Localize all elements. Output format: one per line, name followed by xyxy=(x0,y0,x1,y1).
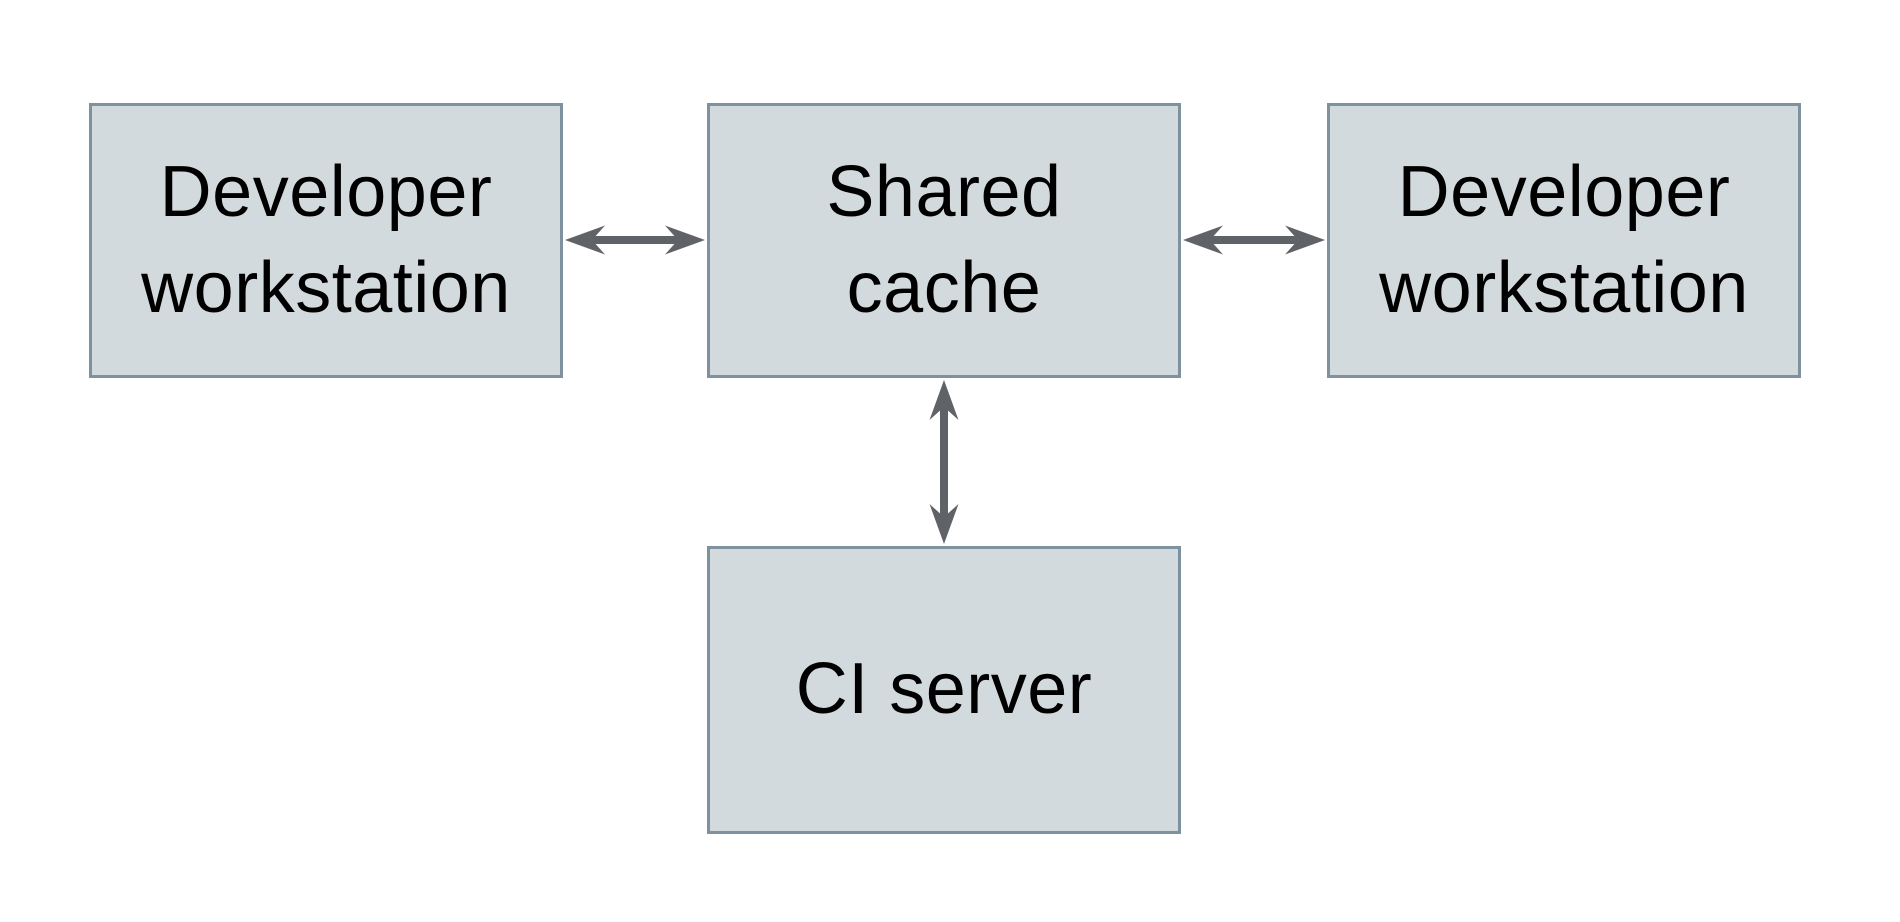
node-label-line: Shared xyxy=(826,152,1062,233)
node-label-line: Developer xyxy=(1397,152,1731,233)
node-developer-workstation-left: Developer workstation xyxy=(89,103,563,378)
node-ci-server: CI server xyxy=(707,546,1181,834)
node-label: Developer workstation xyxy=(141,145,511,335)
node-label-line: cache xyxy=(846,247,1042,328)
node-label-line: CI server xyxy=(795,649,1093,730)
node-label: CI server xyxy=(796,642,1093,737)
bidirectional-arrow-icon xyxy=(1183,225,1325,255)
node-label: Developer workstation xyxy=(1379,145,1749,335)
bidirectional-arrow-icon xyxy=(929,380,959,544)
bidirectional-arrow-icon xyxy=(565,225,705,255)
node-label-line: Developer xyxy=(159,152,493,233)
node-label-line: workstation xyxy=(1379,247,1749,328)
node-shared-cache: Shared cache xyxy=(707,103,1181,378)
node-label-line: workstation xyxy=(141,247,511,328)
node-label: Shared cache xyxy=(826,145,1061,335)
node-developer-workstation-right: Developer workstation xyxy=(1327,103,1801,378)
